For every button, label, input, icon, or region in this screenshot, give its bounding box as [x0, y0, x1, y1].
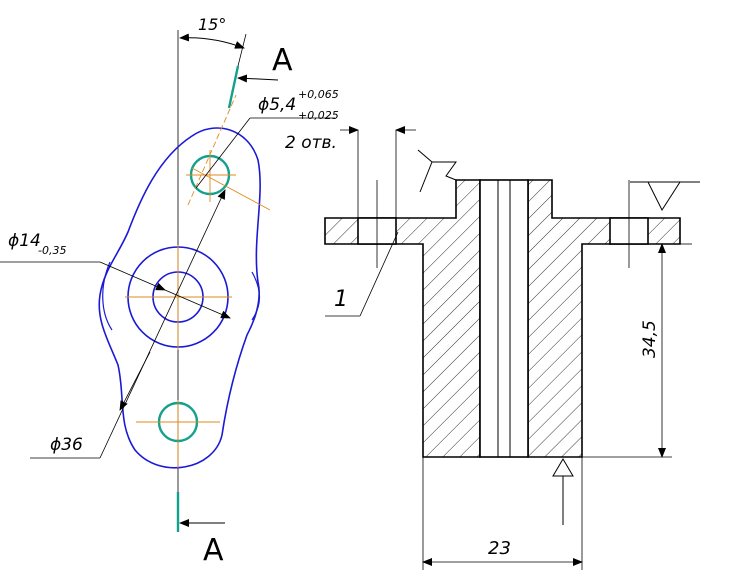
plan-view: A A 15° ϕ5,4 +0,065 +0,025 2 отв. ϕ14 -0…	[0, 15, 339, 568]
flange-outline-inner	[102, 261, 113, 331]
boss-diameter-text: ϕ14	[8, 231, 41, 251]
base-datum-triangle	[552, 458, 574, 477]
section-arrow-top	[237, 74, 279, 83]
roughness-symbol-right	[647, 181, 681, 212]
flange-outline	[98, 127, 261, 469]
boss-diameter-tolerance: -0,35	[38, 244, 66, 257]
height-dimension-text: 34,5	[640, 320, 660, 358]
hole-count-note: 2 отв.	[285, 133, 337, 153]
hole-tolerance-lower: +0,025	[298, 109, 339, 122]
width-dimension-text: 23	[488, 538, 511, 559]
section-view: 1 34,5 23	[324, 126, 700, 570]
section-label-top: A	[272, 43, 293, 78]
hole-tolerance-upper: +0,065	[298, 88, 339, 101]
section-left-body	[324, 179, 481, 458]
roughness-leader-top	[419, 161, 433, 193]
section-right-body	[527, 179, 681, 458]
angle-dimension-text: 15°	[198, 15, 226, 34]
central-bore	[479, 179, 529, 458]
bolt-circle-arrow-lower	[119, 351, 151, 411]
callout-leader	[359, 231, 399, 317]
bolt-circle-diameter-text: ϕ36	[50, 435, 83, 455]
angle-dimension-arc	[179, 33, 245, 49]
section-label-bottom: A	[203, 533, 224, 568]
section-mark-top-line	[227, 65, 240, 109]
hole-centerlines	[125, 94, 271, 468]
callout-number: 1	[334, 287, 348, 312]
hole-diameter-text: ϕ5,4	[258, 95, 296, 115]
bolt-circle-dimension-line	[99, 189, 226, 459]
flange-outline-inner-right	[251, 271, 261, 321]
boss-dimension-leader	[99, 261, 166, 291]
hole-dimension-leader	[195, 117, 251, 189]
angle-extension-inclined	[237, 33, 247, 67]
roughness-symbol-top	[417, 149, 457, 181]
